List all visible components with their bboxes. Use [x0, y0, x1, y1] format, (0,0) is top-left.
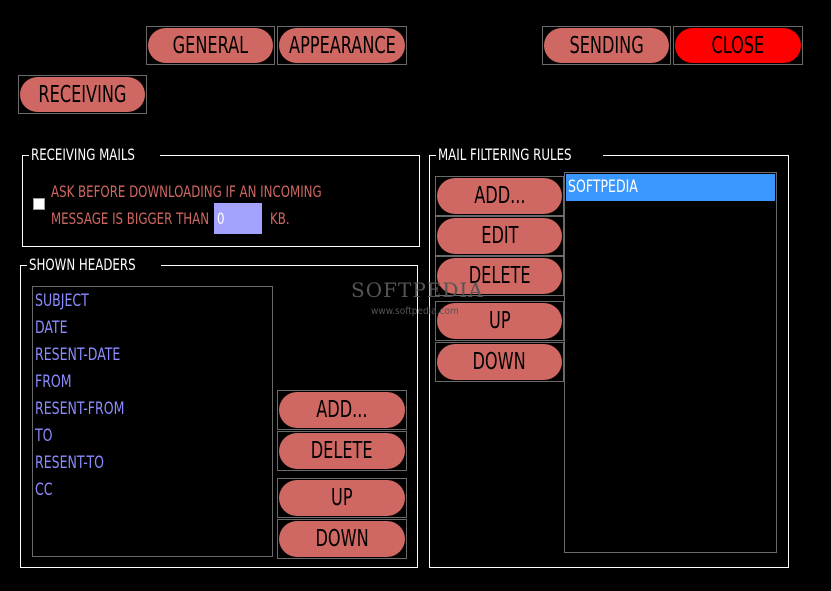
shown-headers-list[interactable]: SUBJECT DATE RESENT-DATE FROM RESENT-FROM TO R…	[32, 286, 273, 557]
headers-add-cell: ADD...	[277, 390, 407, 430]
shown-headers-group: SHOWN HEADERS	[20, 256, 418, 568]
sending-tab-cell: SENDING	[542, 26, 671, 65]
headers-up-button[interactable]: UP	[279, 480, 405, 516]
filter-down-button[interactable]: DOWN	[437, 344, 562, 380]
headers-up-cell: UP	[277, 478, 407, 518]
mail-filtering-group: MAIL FILTERING RULES	[429, 146, 789, 568]
ask-before-download-checkbox[interactable]	[33, 198, 45, 210]
header-list-item[interactable]: RESENT-TO	[35, 453, 105, 473]
filter-rule-item[interactable]: SOFTPEDIA	[566, 174, 775, 201]
sending-tab-button[interactable]: SENDING	[544, 28, 669, 63]
filter-edit-cell: EDIT	[435, 216, 564, 256]
filter-down-cell: DOWN	[435, 342, 564, 382]
shown-headers-title: SHOWN HEADERS	[27, 256, 161, 274]
headers-down-button[interactable]: DOWN	[279, 521, 405, 557]
ask-before-download-label-line1: ASK BEFORE DOWNLOADING IF AN INCOMING	[51, 182, 322, 201]
general-tab-button[interactable]: GENERAL	[148, 28, 273, 63]
filter-up-button[interactable]: UP	[437, 303, 562, 339]
general-tab-cell: GENERAL	[146, 26, 275, 65]
ask-before-download-label-line2: MESSAGE IS BIGGER THAN	[51, 209, 210, 228]
close-button[interactable]: CLOSE	[675, 28, 801, 63]
header-list-item[interactable]: RESENT-FROM	[35, 399, 125, 419]
filter-add-button[interactable]: ADD...	[437, 178, 562, 214]
appearance-tab-cell: APPEARANCE	[277, 26, 407, 65]
filter-delete-button[interactable]: DELETE	[437, 258, 562, 294]
mail-filtering-title: MAIL FILTERING RULES	[436, 146, 603, 164]
headers-add-button[interactable]: ADD...	[279, 392, 405, 428]
header-list-item[interactable]: CC	[35, 480, 53, 500]
filter-delete-cell: DELETE	[435, 256, 564, 296]
filter-up-cell: UP	[435, 301, 564, 341]
header-list-item[interactable]: RESENT-DATE	[35, 345, 121, 365]
size-unit-label: KB.	[270, 209, 290, 228]
header-list-item[interactable]: SUBJECT	[35, 291, 89, 311]
headers-delete-button[interactable]: DELETE	[279, 433, 405, 469]
size-limit-input[interactable]: 0	[214, 203, 262, 234]
filter-edit-button[interactable]: EDIT	[437, 218, 562, 254]
close-button-cell: CLOSE	[673, 26, 803, 65]
filter-rules-list[interactable]: SOFTPEDIA	[564, 172, 777, 553]
header-list-item[interactable]: FROM	[35, 372, 72, 392]
header-list-item[interactable]: TO	[35, 426, 53, 446]
receiving-mails-title: RECEIVING MAILS	[29, 146, 160, 164]
header-list-item[interactable]: DATE	[35, 318, 68, 338]
headers-delete-cell: DELETE	[277, 431, 407, 471]
headers-down-cell: DOWN	[277, 519, 407, 559]
receiving-tab-cell: RECEIVING	[18, 75, 147, 114]
receiving-mails-group: RECEIVING MAILS	[22, 146, 420, 247]
appearance-tab-button[interactable]: APPEARANCE	[279, 28, 405, 63]
receiving-tab-button[interactable]: RECEIVING	[20, 77, 145, 112]
filter-add-cell: ADD...	[435, 176, 564, 216]
